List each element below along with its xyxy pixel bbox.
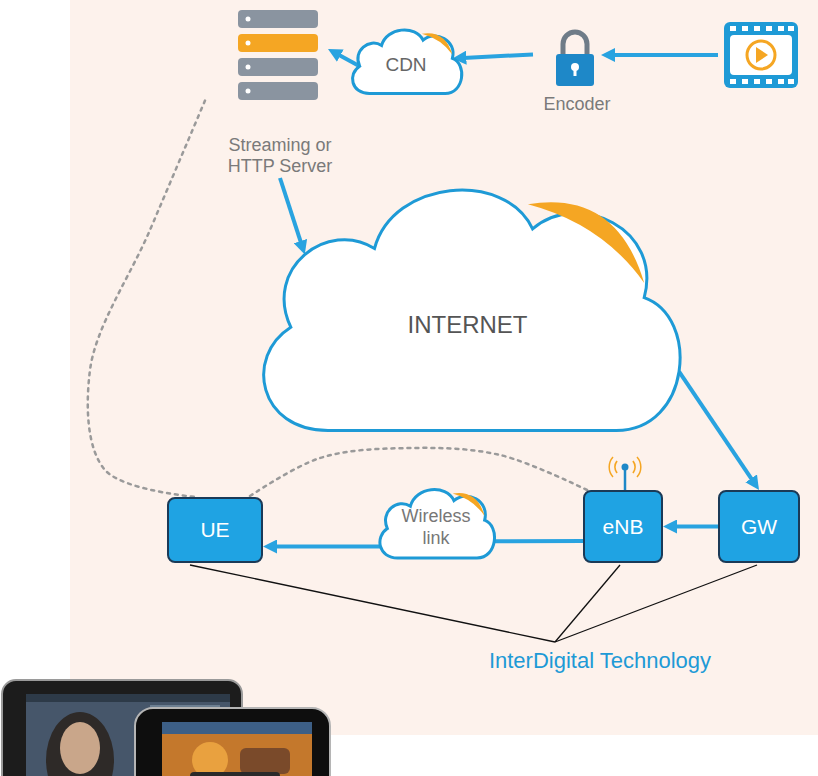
node-text: Encoder: [543, 94, 610, 116]
node-text: Wireless link: [396, 496, 476, 549]
server-bar: [238, 82, 318, 100]
film-hole: [766, 79, 772, 84]
phone-illustration: [135, 708, 330, 776]
cloud-shape: [380, 490, 495, 558]
film-hole: [742, 26, 748, 31]
internet-cloud: INTERNET: [235, 160, 700, 455]
server-led: [246, 41, 251, 46]
leader-line: [190, 565, 555, 642]
server-led: [246, 65, 251, 70]
flow-arrow: [338, 54, 360, 66]
film-hole: [742, 79, 748, 84]
cloud-highlight: [528, 202, 644, 283]
node-text: Streaming or HTTP Server: [205, 135, 355, 178]
film-hole: [778, 26, 784, 31]
server-icon: [238, 10, 318, 100]
server-led: [246, 89, 251, 94]
flow-arrow: [280, 178, 301, 244]
gw-box: GW: [718, 490, 800, 563]
film-hole: [754, 79, 760, 84]
cloud-shape: [264, 190, 680, 430]
film-hole: [788, 79, 794, 84]
input-arrow: [612, 53, 718, 57]
film-screen: [730, 35, 792, 75]
wireless-link-cloud: Wireless link: [372, 481, 500, 565]
flow-arrow: [679, 372, 753, 481]
film-hole: [788, 26, 794, 31]
flow-arrow: [674, 525, 718, 529]
node-text: INTERNET: [408, 276, 528, 340]
lock-shackle: [563, 32, 587, 56]
server-bar: [238, 10, 318, 28]
server-node: Streaming or HTTP Server: [205, 6, 355, 178]
server-led: [246, 17, 251, 22]
film-hole: [730, 26, 736, 31]
server-bar: [238, 58, 318, 76]
film-hole: [766, 26, 772, 31]
leader-line: [555, 565, 757, 642]
dashed-link: [88, 101, 205, 497]
leader-line: [555, 565, 620, 642]
film-frame: [724, 22, 798, 88]
leader-lines: [190, 565, 757, 642]
film-hole: [730, 79, 736, 84]
flow-arrow: [274, 545, 380, 549]
brand-label: InterDigital Technology: [489, 648, 711, 674]
lock-icon: [556, 32, 594, 86]
node-text: eNB: [603, 514, 644, 539]
film-hole: [754, 26, 760, 31]
node-text: GW: [741, 514, 777, 539]
flow-arrow: [463, 54, 533, 57]
play-triangle: [756, 47, 768, 63]
lock-body: [556, 54, 594, 86]
cloud-outline: [235, 160, 700, 455]
encoder-node: Encoder: [533, 28, 621, 116]
cloud-highlight: [422, 33, 453, 54]
play-circle: [747, 41, 775, 69]
video-icon: [724, 22, 798, 88]
dashed-link: [249, 448, 587, 497]
flow-arrow: [494, 539, 583, 543]
ue-box: UE: [167, 497, 263, 563]
film-hole: [778, 79, 784, 84]
panel-ground: [70, 0, 818, 735]
node-text: CDN: [385, 45, 426, 77]
enb-box: eNB: [583, 490, 663, 563]
antenna-symbol: [609, 457, 641, 490]
cdn-cloud: CDN: [345, 22, 467, 100]
cloud-shape: [353, 30, 462, 94]
lock-keyhole: [574, 68, 577, 76]
node-text: UE: [200, 517, 229, 542]
server-bar: [238, 34, 318, 52]
